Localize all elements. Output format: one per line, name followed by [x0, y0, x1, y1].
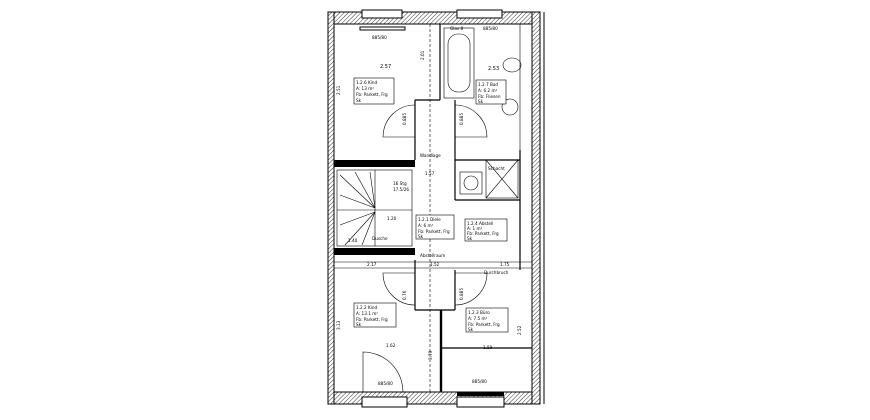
svg-text:A: 13 m²: A: 13 m²: [356, 86, 374, 91]
dimension: 2.51: [336, 85, 341, 95]
note: Durchbruch: [484, 270, 509, 275]
dimension: 1.75: [500, 262, 510, 267]
door-label: 0.885: [402, 113, 407, 125]
dimension: 3.79: [428, 350, 433, 360]
wc: [502, 57, 522, 73]
svg-text:A: 7.5 m²: A: 7.5 m²: [468, 316, 488, 321]
shaft: [459, 171, 483, 195]
svg-text:Fb: Parkett, Frg: Fb: Parkett, Frg: [418, 229, 450, 234]
dimension: 1.59: [483, 345, 493, 350]
bathtub: [443, 27, 475, 99]
room-label-6: 1.2.3 Büro A: 7.5 m² Fb: Parkett, Frg Sk: [465, 307, 509, 333]
svg-text:1.2.3 Büro: 1.2.3 Büro: [468, 310, 490, 315]
dimension: 1.57: [425, 171, 435, 176]
windows: [359, 9, 505, 408]
svg-text:1.2.6 Kind: 1.2.6 Kind: [356, 80, 378, 85]
svg-text:1.2.7 Bad: 1.2.7 Bad: [478, 82, 498, 87]
svg-text:Fb: Parkett, Frg: Fb: Parkett, Frg: [356, 317, 388, 322]
svg-text:Sk: Sk: [478, 99, 484, 104]
note: Abstellraum: [420, 253, 445, 258]
room-label-1: 1.2.6 Kind A: 13 m² Fb: Parkett, Frg Sk: [353, 77, 395, 105]
note: Dusche: [372, 236, 388, 241]
dimension: 1.62: [386, 343, 396, 348]
dimension: 2.52: [517, 325, 522, 335]
svg-text:Sk: Sk: [468, 327, 474, 332]
window-label: 885/80: [372, 35, 387, 40]
stair-label: 16 Stg: [393, 181, 407, 186]
svg-text:Sk: Sk: [356, 98, 362, 103]
room-label-4: 1.2.4 Abstell A: 1 m² Fb: Parkett, Frg S…: [464, 218, 508, 242]
door-label: 0.885: [459, 288, 464, 300]
svg-text:1.2.4 Abstell: 1.2.4 Abstell: [467, 221, 493, 226]
doors: [362, 104, 488, 393]
note: Wandlage: [420, 153, 441, 158]
room-label-2: 1.2.7 Bad A: 6.2 m² Fb: Fliesen Sk: [475, 79, 507, 105]
interior-walls: [334, 24, 532, 392]
window-label: 885/80: [378, 381, 393, 386]
shower-tray: [485, 159, 519, 199]
door-label: 0.885: [459, 113, 464, 125]
room-width-1: 2.57: [380, 64, 391, 70]
svg-text:1.2.2 Kind: 1.2.2 Kind: [356, 305, 378, 310]
dimension: 2.17: [367, 262, 377, 267]
dimension: 1.52: [430, 262, 440, 267]
note: Schacht: [488, 166, 505, 171]
window-label: 885/80: [472, 379, 487, 384]
room-label-3: 1.2.1 Diele A: 6 m² Fb: Parkett, Frg Sk: [415, 214, 455, 240]
svg-text:1.2.1 Diele: 1.2.1 Diele: [418, 217, 441, 222]
dimension: 1.40: [348, 238, 358, 243]
svg-text:A: 6 m²: A: 6 m²: [418, 223, 434, 228]
svg-text:A: 6.2 m²: A: 6.2 m²: [478, 88, 498, 93]
room-width-2: 2.53: [488, 66, 499, 72]
svg-text:Fb: Parkett, Frg: Fb: Parkett, Frg: [468, 322, 500, 327]
svg-text:Fb: Fliesen: Fb: Fliesen: [478, 94, 501, 99]
washbasin: [501, 98, 519, 116]
svg-text:Sk: Sk: [356, 322, 362, 327]
dimension: 1.20: [387, 216, 397, 221]
staircase: [336, 169, 413, 247]
window-label: 885/80: [483, 26, 498, 31]
window-label: Glas 8: [450, 26, 463, 31]
svg-text:Fb: Parkett, Frg: Fb: Parkett, Frg: [467, 231, 499, 236]
room-label-5: 1.2.2 Kind A: 13.1 m² Fb: Parkett, Frg S…: [353, 302, 397, 328]
svg-text:A: 13.1 m²: A: 13.1 m²: [356, 311, 378, 316]
door-label: 0.76: [402, 290, 407, 300]
dimension: 2.01: [420, 50, 425, 60]
svg-text:Sk: Sk: [467, 236, 473, 241]
svg-text:A: 1 m²: A: 1 m²: [467, 226, 483, 231]
svg-text:Fb: Parkett, Frg: Fb: Parkett, Frg: [356, 92, 388, 97]
svg-text:Sk: Sk: [418, 234, 424, 239]
dimension: 3.13: [336, 320, 341, 330]
stair-label: 17.5/26: [393, 187, 409, 192]
